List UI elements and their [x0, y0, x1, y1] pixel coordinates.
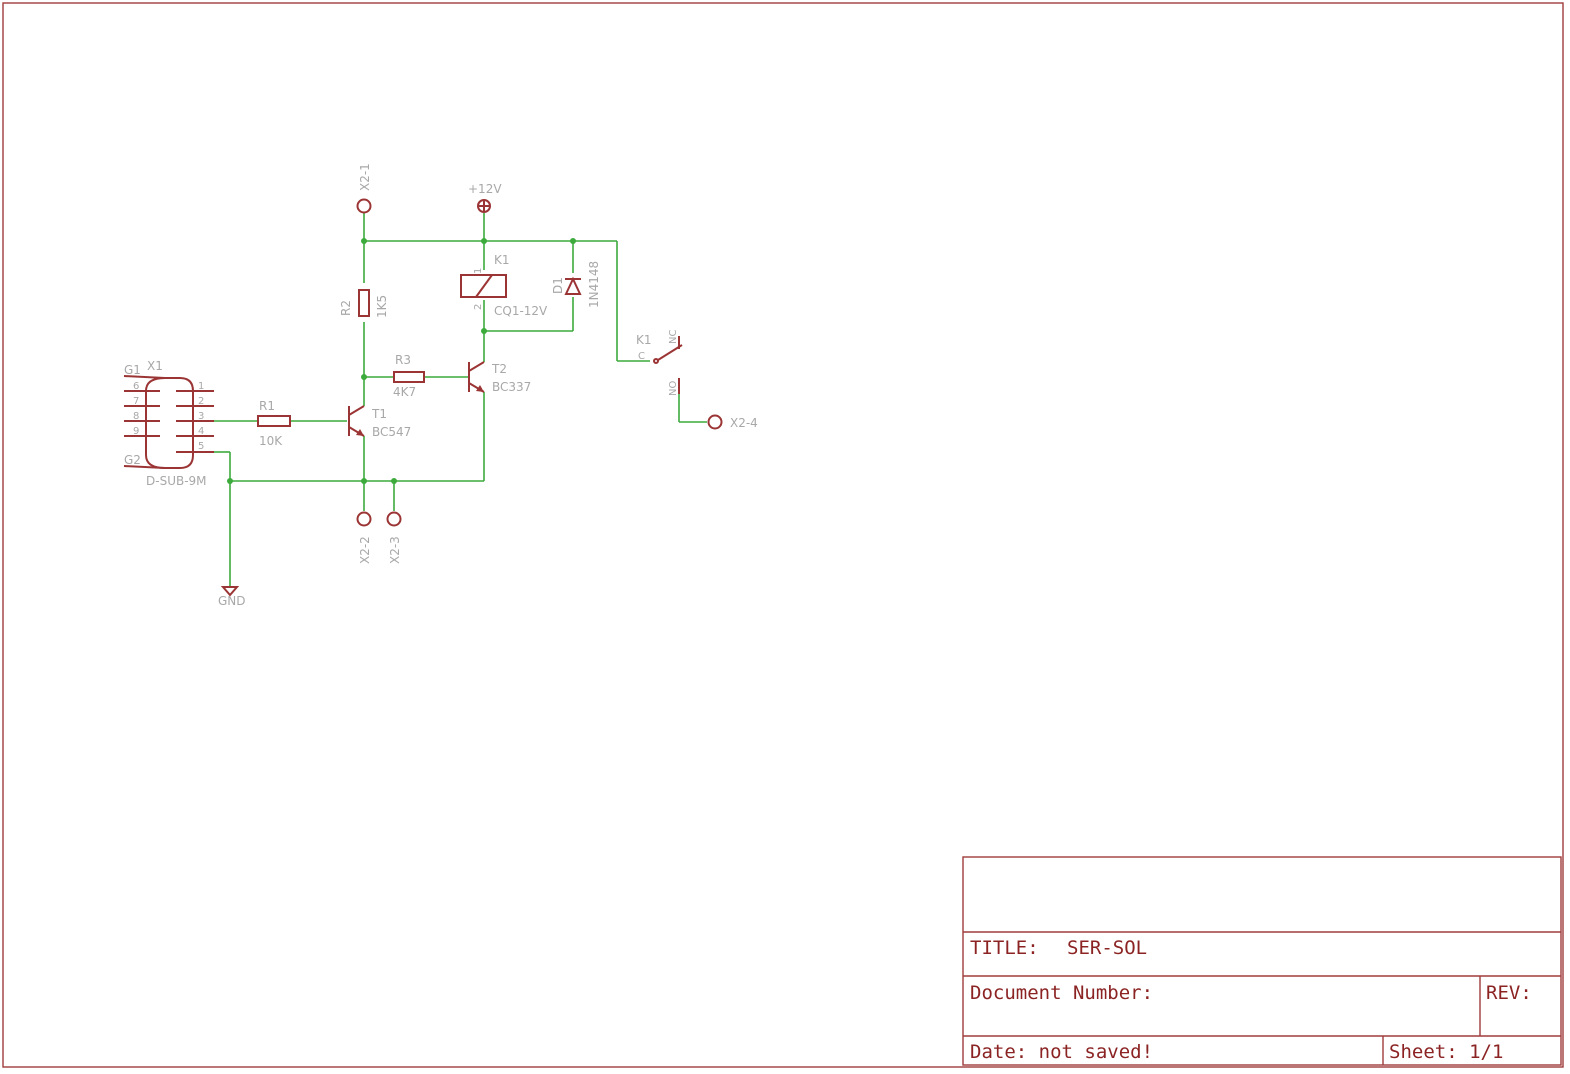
wires: [214, 213, 707, 587]
terminal-x2-3[interactable]: X2-3: [386, 511, 403, 565]
x1-pin-label: 5: [198, 441, 204, 452]
title-label: TITLE:: [970, 937, 1039, 959]
junction-dots: [227, 238, 576, 484]
t2-value: BC337: [492, 380, 531, 394]
x1-pin-label: 3: [198, 411, 204, 422]
terminal-label: X2-2: [358, 536, 372, 564]
k1-pin1: 1: [473, 268, 484, 274]
r1-value: 10K: [259, 434, 283, 448]
x1-name: X1: [147, 359, 163, 373]
terminal-x2-1[interactable]: X2-1: [356, 163, 373, 214]
x1-pin-label: 6: [133, 381, 139, 392]
relay-k1-switch[interactable]: K1 C NC NO: [636, 330, 683, 396]
sheet-label: Sheet: 1/1: [1389, 1041, 1503, 1063]
x1-shield-top: G1: [124, 363, 141, 377]
r2-name: R2: [339, 300, 353, 316]
x1-value: D-SUB-9M: [146, 474, 207, 488]
x1-pin-label: 8: [133, 411, 139, 422]
relay-k1-coil[interactable]: K1 CQ1-12V 1 2: [460, 253, 548, 318]
x1-pin-label: 1: [198, 381, 204, 392]
ground-label: GND: [218, 594, 246, 608]
d1-name: D1: [551, 277, 565, 294]
title-value: SER-SOL: [1067, 937, 1147, 959]
k1-switch-nc: NC: [668, 330, 679, 344]
x1-pin-label: 7: [133, 396, 139, 407]
diode-d1[interactable]: D1 1N4148: [551, 261, 601, 308]
x1-shield-bottom: G2: [124, 453, 141, 467]
resistor-r1[interactable]: R1 10K: [257, 399, 291, 448]
connector-x1[interactable]: X1 D-SUB-9M G1 G2 6 7 8 9 1 2 3 4 5: [123, 359, 214, 488]
x1-pin-label: 4: [198, 426, 204, 437]
terminal-label: X2-1: [358, 163, 372, 191]
k1-name: K1: [494, 253, 510, 267]
ground-symbol[interactable]: GND: [218, 586, 246, 608]
x1-pin-label: 9: [133, 426, 139, 437]
date-label: Date: not saved!: [970, 1041, 1153, 1063]
resistor-r3[interactable]: R3 4K7: [393, 353, 425, 399]
transistor-t1[interactable]: T1 BC547: [348, 405, 411, 439]
k1-switch-no: NO: [668, 381, 679, 396]
transistor-t2[interactable]: T2 BC337: [468, 361, 531, 394]
t1-name: T1: [371, 407, 387, 421]
terminal-label: X2-4: [730, 416, 758, 430]
supply-12v[interactable]: +12V: [468, 182, 502, 213]
r1-name: R1: [259, 399, 275, 413]
resistor-r2[interactable]: R2 1K5: [339, 289, 389, 318]
t1-value: BC547: [372, 425, 411, 439]
terminal-x2-4[interactable]: X2-4: [707, 414, 758, 431]
r3-name: R3: [395, 353, 411, 367]
terminal-label: X2-3: [388, 536, 402, 564]
title-block: TITLE: SER-SOL Document Number: REV: Dat…: [962, 856, 1562, 1066]
x1-pin-label: 2: [198, 396, 204, 407]
terminal-x2-2[interactable]: X2-2: [356, 511, 373, 565]
k1-pin2: 2: [473, 304, 484, 310]
k1-switch-common: C: [638, 351, 645, 362]
rev-label: REV:: [1486, 982, 1532, 1004]
r3-value: 4K7: [393, 385, 416, 399]
supply-label: +12V: [468, 182, 502, 196]
k1-switch-name: K1: [636, 333, 652, 347]
d1-value: 1N4148: [587, 261, 601, 308]
k1-value: CQ1-12V: [494, 304, 548, 318]
r2-value: 1K5: [375, 295, 389, 318]
document-number-label: Document Number:: [970, 982, 1153, 1004]
t2-name: T2: [491, 362, 507, 376]
